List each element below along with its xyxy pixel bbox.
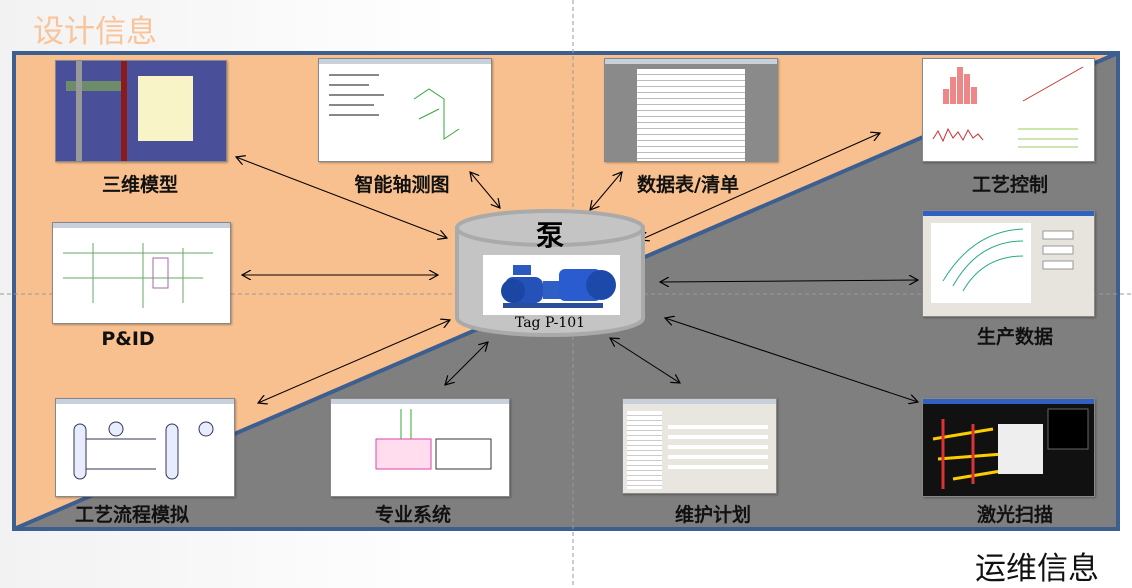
label-3d-model: 三维模型 bbox=[101, 174, 179, 196]
pump-image bbox=[483, 255, 620, 315]
label-process-simulation: 工艺流程模拟 bbox=[74, 504, 190, 526]
pump-tag: Tag P-101 bbox=[514, 315, 586, 331]
maintenance-plan-thumbnail[interactable] bbox=[622, 398, 777, 494]
isometric-thumbnail[interactable] bbox=[318, 58, 492, 162]
center-title: 泵 bbox=[535, 219, 565, 252]
laser-scan-thumbnail[interactable] bbox=[922, 398, 1095, 497]
pid-thumbnail[interactable] bbox=[52, 222, 231, 324]
production-data-thumbnail[interactable] bbox=[922, 210, 1095, 317]
operations-info-title: 运维信息 bbox=[975, 551, 1099, 587]
label-isometric: 智能轴测图 bbox=[354, 174, 450, 196]
specialty-systems-thumbnail[interactable] bbox=[330, 398, 510, 497]
label-specialty-systems: 专业系统 bbox=[374, 504, 452, 526]
label-datasheet: 数据表/清单 bbox=[637, 174, 739, 196]
label-pid: P&ID bbox=[101, 328, 155, 350]
process-control-thumbnail[interactable] bbox=[922, 58, 1095, 162]
3d-model-thumbnail[interactable] bbox=[55, 60, 227, 162]
label-laser-scan: 激光扫描 bbox=[976, 504, 1054, 526]
connector-arrows bbox=[236, 133, 918, 403]
datasheet-thumbnail[interactable] bbox=[604, 58, 778, 162]
process-simulation-thumbnail[interactable] bbox=[55, 398, 235, 497]
label-production-data: 生产数据 bbox=[976, 326, 1054, 348]
design-info-title: 设计信息 bbox=[33, 14, 157, 50]
label-process-control: 工艺控制 bbox=[971, 174, 1049, 196]
label-maintenance-plan: 维护计划 bbox=[674, 504, 752, 526]
frame-border bbox=[12, 51, 1120, 531]
